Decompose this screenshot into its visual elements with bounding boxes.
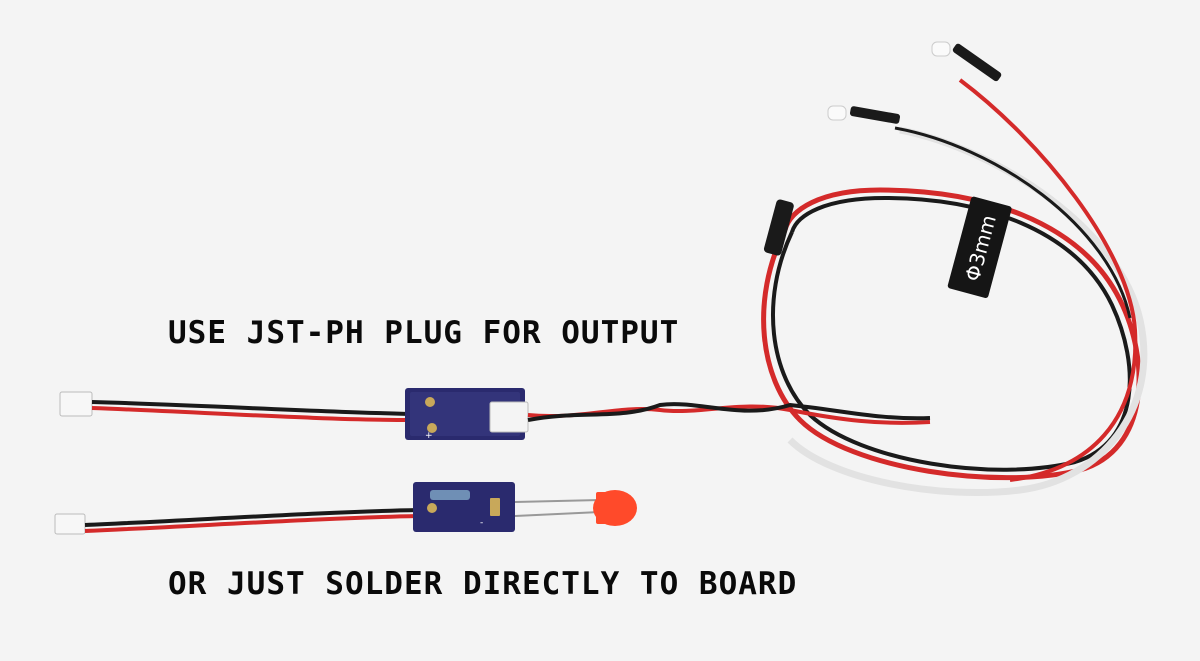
plus-marking: + (425, 431, 433, 441)
caption-top: USE JST-PH PLUG FOR OUTPUT (168, 315, 680, 351)
jst-socket-output (489, 401, 529, 433)
minus-marking: - (480, 518, 483, 528)
caption-bottom: OR JUST SOLDER DIRECTLY TO BOARD (168, 566, 798, 602)
jst-plug-input-top (59, 391, 93, 417)
jst-plug-input-bottom (54, 513, 86, 535)
small-led-2 (931, 41, 1002, 82)
top-assembly: + (59, 388, 931, 441)
size-tag: Φ3mm (947, 196, 1012, 298)
small-led-1 (827, 105, 901, 124)
bottom-assembly: - (54, 482, 637, 535)
heatshrink-joint (763, 199, 794, 256)
